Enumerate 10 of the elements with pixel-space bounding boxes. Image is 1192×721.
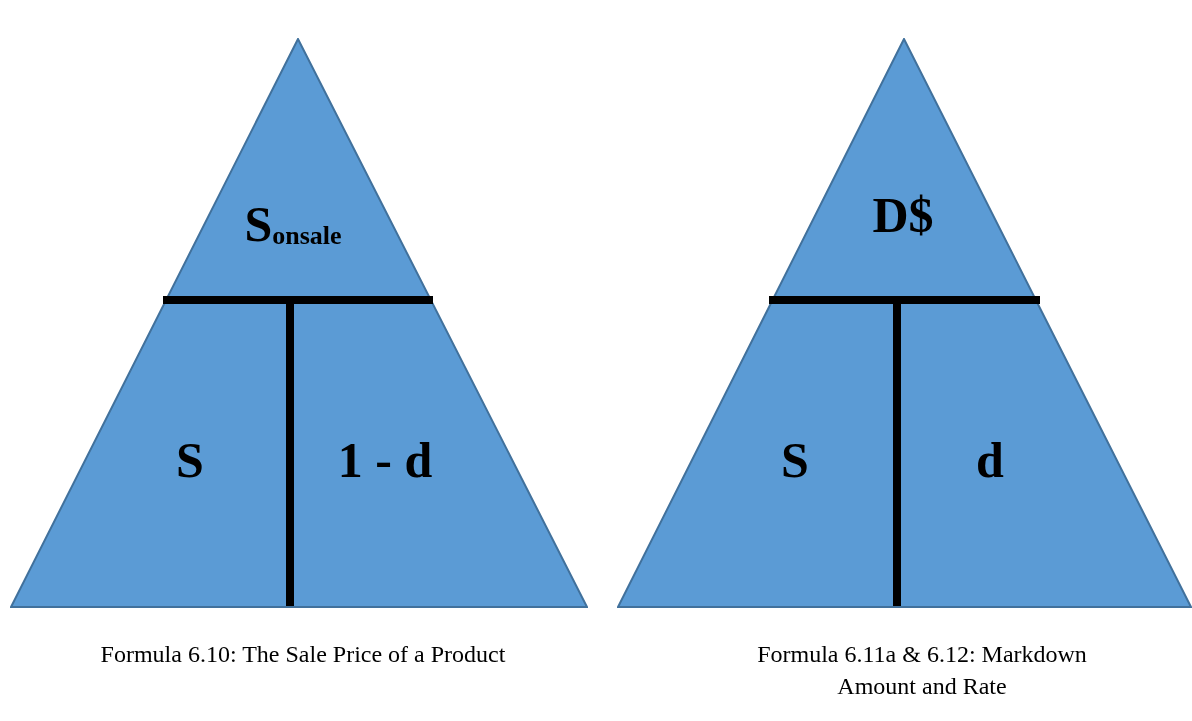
formula-variable: 1 - d [337,435,433,485]
formula-variable: S [176,435,204,485]
formula-caption: Formula 6.10: The Sale Price of a Product [99,640,507,669]
formula-triangle [10,38,588,608]
formula-variable: D$ [872,190,934,240]
formula-variable: d [976,435,1004,485]
formula-variable: S$_{onsale}$ [244,199,342,249]
formula-triangle [617,38,1192,608]
formula-variable: S [781,435,809,485]
formula-caption: Formula 6.11a & 6.12: Markdown Amount and Rate [756,640,1088,702]
